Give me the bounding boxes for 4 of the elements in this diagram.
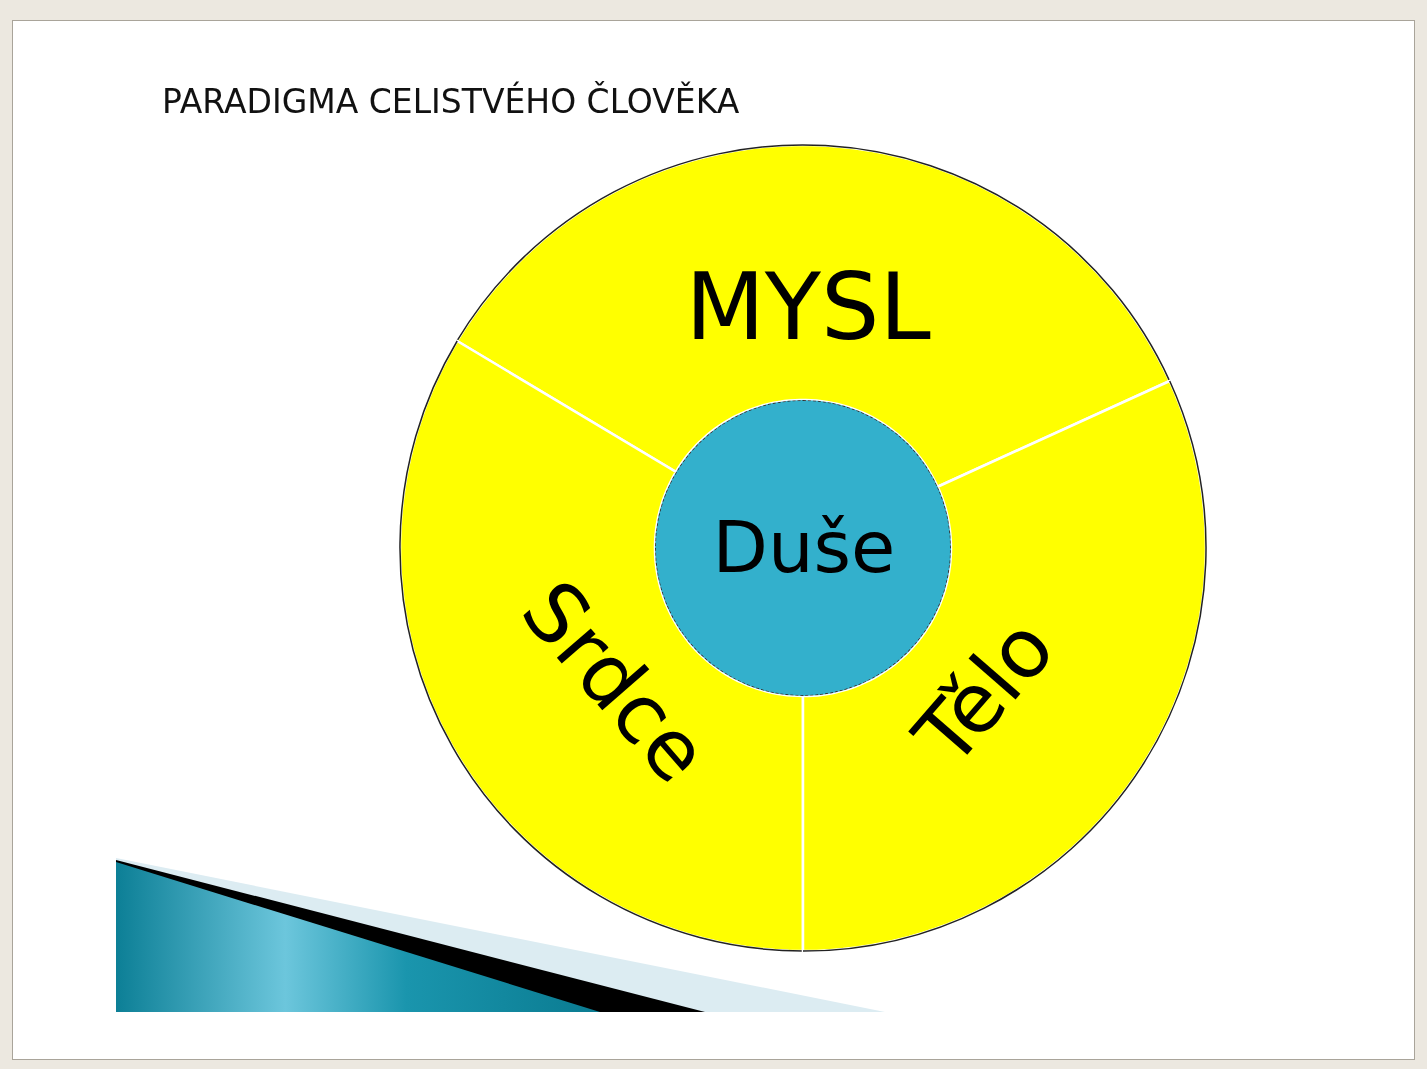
segment-label: Duše [712,511,896,583]
title: PARADIGMA CELISTVÉHO ČLOVĚKA [162,82,740,121]
segment-label: Tělo [901,604,1069,780]
segment-label: MYSL [685,262,931,354]
